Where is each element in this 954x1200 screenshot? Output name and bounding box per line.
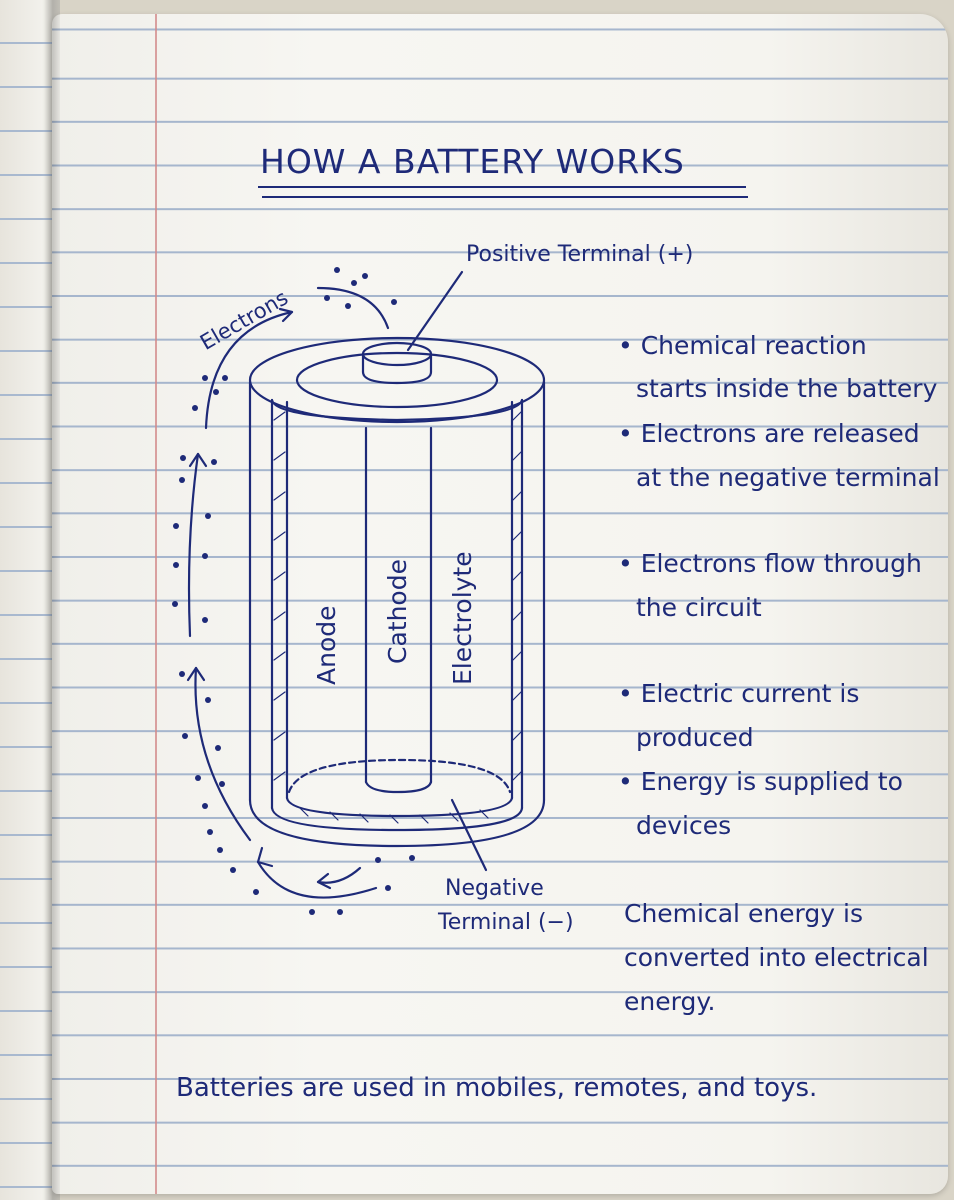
conclusion-line-3: energy. bbox=[624, 987, 716, 1016]
electron-dots bbox=[172, 267, 415, 915]
negative-terminal-label-line2: Terminal (−) bbox=[438, 910, 574, 935]
cathode-label: Cathode bbox=[383, 559, 412, 664]
footer-note: Batteries are used in mobiles, remotes, … bbox=[176, 1073, 818, 1103]
anode-label: Anode bbox=[312, 605, 341, 686]
bullet-4-line2: produced bbox=[636, 723, 754, 752]
positive-leader-line bbox=[406, 270, 464, 352]
bullet-3-line2: the circuit bbox=[636, 593, 762, 622]
bullet-1-line2: starts inside the battery bbox=[636, 374, 938, 403]
conclusion-line-2: converted into electrical bbox=[624, 943, 929, 972]
bullet-5-line1: • Energy is supplied to bbox=[618, 767, 903, 796]
bullet-2-line2: at the negative terminal bbox=[636, 463, 940, 492]
bullet-2-line1: • Electrons are released bbox=[618, 419, 920, 448]
page-title: HOW A BATTERY WORKS bbox=[260, 142, 685, 181]
bullet-3-line1: • Electrons flow through bbox=[618, 549, 922, 578]
title-underline bbox=[258, 186, 746, 188]
title-underline-2 bbox=[262, 196, 748, 198]
bullet-4-line1: • Electric current is bbox=[618, 679, 860, 708]
bullet-5-line2: devices bbox=[636, 811, 732, 840]
positive-terminal-label: Positive Terminal (+) bbox=[466, 242, 694, 267]
notebook-spine bbox=[44, 0, 60, 1200]
negative-leader-line bbox=[450, 798, 488, 872]
positive-terminal-cap bbox=[361, 341, 433, 385]
negative-terminal-label-line1: Negative bbox=[445, 876, 544, 901]
notebook-page bbox=[52, 14, 948, 1194]
electron-flow-arrows bbox=[186, 286, 390, 899]
cathode-rod bbox=[364, 426, 433, 794]
left-page bbox=[0, 0, 60, 1200]
bullet-1-line1: • Chemical reaction bbox=[618, 331, 867, 360]
battery-casing bbox=[248, 336, 546, 848]
electrolyte-label: Electrolyte bbox=[448, 551, 477, 685]
margin-line bbox=[155, 14, 157, 1194]
conclusion-line-1: Chemical energy is bbox=[624, 899, 863, 928]
